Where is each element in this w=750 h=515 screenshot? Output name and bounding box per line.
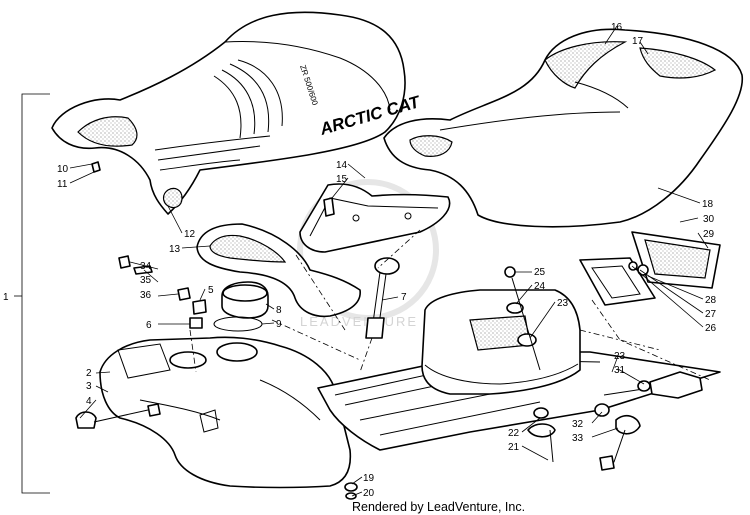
callout-22: 22 — [508, 428, 520, 439]
rear-housing — [421, 289, 581, 395]
callout-19: 19 — [363, 473, 375, 484]
callout-10: 10 — [57, 164, 69, 175]
callout-1: 1 — [3, 292, 9, 303]
callout-8: 8 — [276, 305, 282, 316]
rear-bracket — [603, 371, 703, 399]
callout-7: 7 — [401, 292, 407, 303]
seat-bumper — [162, 187, 183, 209]
gas-cap — [213, 281, 269, 332]
callout-31: 31 — [614, 365, 626, 376]
callout-9: 9 — [276, 319, 282, 330]
callout-34: 34 — [140, 261, 152, 272]
fuel-sender — [365, 257, 400, 339]
callouts: 1 2 3 4 5 6 7 8 9 10 11 12 13 14 15 16 1… — [3, 22, 717, 499]
callout-18: 18 — [702, 199, 714, 210]
callout-3: 3 — [86, 381, 92, 392]
callout-30: 30 — [703, 214, 715, 225]
callout-28: 28 — [705, 295, 717, 306]
callout-24: 24 — [534, 281, 546, 292]
callout-13: 13 — [169, 244, 181, 255]
callout-27: 27 — [705, 309, 717, 320]
callout-32: 32 — [572, 419, 584, 430]
hidden-lines — [189, 229, 711, 381]
callout-4: 4 — [86, 396, 92, 407]
callout-26: 26 — [705, 323, 717, 334]
callout-2: 2 — [86, 368, 92, 379]
assembly-bracket — [14, 93, 50, 494]
callout-6: 6 — [146, 320, 152, 331]
callout-20: 20 — [363, 488, 375, 499]
watermark-text: LEADVENTURE — [300, 314, 418, 329]
callout-35: 35 — [140, 275, 152, 286]
storage-cushion — [196, 223, 361, 318]
fuel-tank — [99, 336, 352, 489]
callout-21: 21 — [508, 442, 520, 453]
callout-17: 17 — [632, 36, 644, 47]
taillight — [579, 231, 721, 306]
callout-29: 29 — [703, 229, 715, 240]
hardware — [75, 161, 651, 500]
callout-5: 5 — [208, 285, 214, 296]
seat-tray — [299, 183, 451, 253]
callout-12: 12 — [184, 229, 196, 240]
callout-14: 14 — [336, 160, 348, 171]
credit-text: Rendered by LeadVenture, Inc. — [352, 500, 525, 514]
callout-25: 25 — [534, 267, 546, 278]
seat-right — [383, 28, 744, 228]
leader-lines — [69, 25, 709, 497]
callout-11: 11 — [57, 179, 68, 190]
callout-23-upper: 23 — [557, 298, 569, 309]
callout-15: 15 — [336, 174, 348, 185]
callout-23-lower: 23 — [614, 351, 626, 362]
callout-16: 16 — [611, 22, 623, 33]
callout-33: 33 — [572, 433, 584, 444]
callout-36: 36 — [140, 290, 152, 301]
